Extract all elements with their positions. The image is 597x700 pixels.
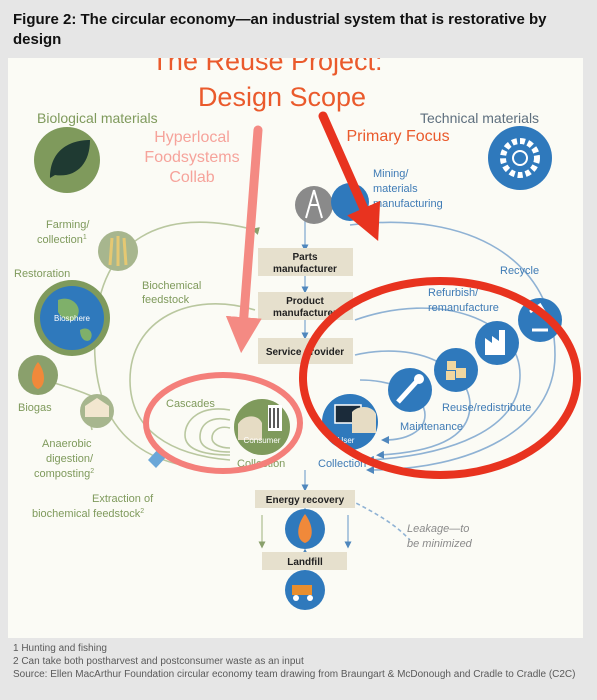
extraction-label-2-text: biochemical feedstock: [32, 508, 141, 520]
cascade-loop-3: [211, 426, 231, 449]
farming-label-2: collection1: [37, 234, 87, 246]
source-note: Source: Ellen MacArthur Foundation circu…: [13, 669, 576, 680]
leakage-label-1: Leakage—to: [407, 523, 469, 535]
biogas-label: Biogas: [18, 402, 52, 414]
farming-label-1: Farming/: [46, 219, 90, 231]
circular-economy-diagram: Parts manufacturer Product manufacturer …: [14, 46, 581, 610]
extraction-label-1: Extraction of: [92, 493, 154, 505]
leakage-label-2: be minimized: [407, 538, 473, 550]
red-scope-ellipse: [299, 277, 581, 479]
recycle-icon: [518, 298, 562, 342]
overlay-heading-line2: Design Scope: [198, 82, 366, 112]
landfill-label: Landfill: [287, 557, 323, 568]
recycle-loop: [349, 221, 556, 474]
energy-recovery-box: [255, 490, 355, 508]
cascade-loop-1: [184, 408, 231, 456]
product-label-1: Product: [286, 296, 324, 307]
farming-label-2-text: collection: [37, 234, 83, 246]
footnote-1: 1 Hunting and fishing: [13, 643, 107, 654]
refurbish-loop: [354, 307, 521, 464]
orange-arrow: [318, 111, 381, 242]
maintenance-label: Maintenance: [400, 421, 463, 433]
biosphere-label: Biosphere: [54, 314, 91, 323]
recycle-label: Recycle: [500, 265, 539, 277]
extraction-sup: 2: [140, 508, 144, 515]
maintenance-loop: [359, 379, 426, 444]
parts-manufacturer-box: [258, 248, 353, 276]
product-label-2: manufacturer: [273, 308, 337, 319]
landfill-box: [262, 552, 347, 570]
pink-scope-ellipse: [143, 372, 303, 474]
diagram-panel: Parts manufacturer Product manufacturer …: [8, 46, 583, 638]
reuse-label: Reuse/redistribute: [442, 402, 531, 414]
hyperlocal-line3: Collab: [169, 169, 214, 186]
footnotes: 1 Hunting and fishing 2 Can take both po…: [13, 642, 588, 681]
anaerobic-label-2: digestion/: [46, 453, 94, 465]
restoration-label: Restoration: [14, 268, 70, 280]
mining-label-2: materials: [373, 183, 418, 195]
tech-collection-label: Collection: [318, 458, 366, 470]
parts-label-2: manufacturer: [273, 264, 337, 275]
consumer-label: Consumer: [244, 436, 281, 445]
refurbish-label-1: Refurbish/: [428, 287, 479, 299]
leakage-line: [349, 499, 411, 541]
anaerobic-label-3-text: composting: [34, 468, 90, 480]
hyperlocal-line2: Foodsystems: [144, 149, 239, 166]
figure-title: Figure 2: The circular economy—an indust…: [13, 11, 547, 48]
cascades-label: Cascades: [166, 398, 215, 410]
biochem-label-2: feedstock: [142, 294, 190, 306]
primary-focus-label: Primary Focus: [346, 128, 449, 145]
anaerobic-label-3: composting2: [34, 468, 94, 480]
hyperlocal-line1: Hyperlocal: [154, 129, 230, 146]
overlay-heading-line1: The Reuse Project:: [151, 58, 382, 76]
energy-label: Energy recovery: [266, 495, 345, 506]
biological-header: Biological materials: [37, 110, 158, 126]
technical-header: Technical materials: [420, 110, 539, 126]
biochem-loop: [129, 303, 256, 461]
farming-sup: 1: [83, 234, 87, 241]
technical-labels: Mining/ materials manufacturing Recycle …: [318, 168, 539, 550]
mining-label-1: Mining/: [373, 168, 409, 180]
refurbish-label-2: remanufacture: [428, 302, 499, 314]
anaerobic-sup: 2: [90, 468, 94, 475]
reuse-loop: [354, 350, 471, 459]
mining-label-3: manufacturing: [373, 198, 443, 210]
user-label: User: [338, 436, 355, 445]
biochem-label-1: Biochemical: [142, 280, 201, 292]
extraction-label-2: biochemical feedstock2: [32, 508, 144, 520]
pink-arrow: [225, 125, 263, 354]
biological-icons: [18, 127, 290, 468]
parts-label-1: Parts: [292, 252, 317, 263]
cascade-loop-2: [199, 418, 231, 453]
bottom-icons: [285, 509, 325, 610]
footnote-2: 2 Can take both postharvest and postcons…: [13, 656, 304, 667]
anaerobic-label-1: Anaerobic: [42, 438, 92, 450]
